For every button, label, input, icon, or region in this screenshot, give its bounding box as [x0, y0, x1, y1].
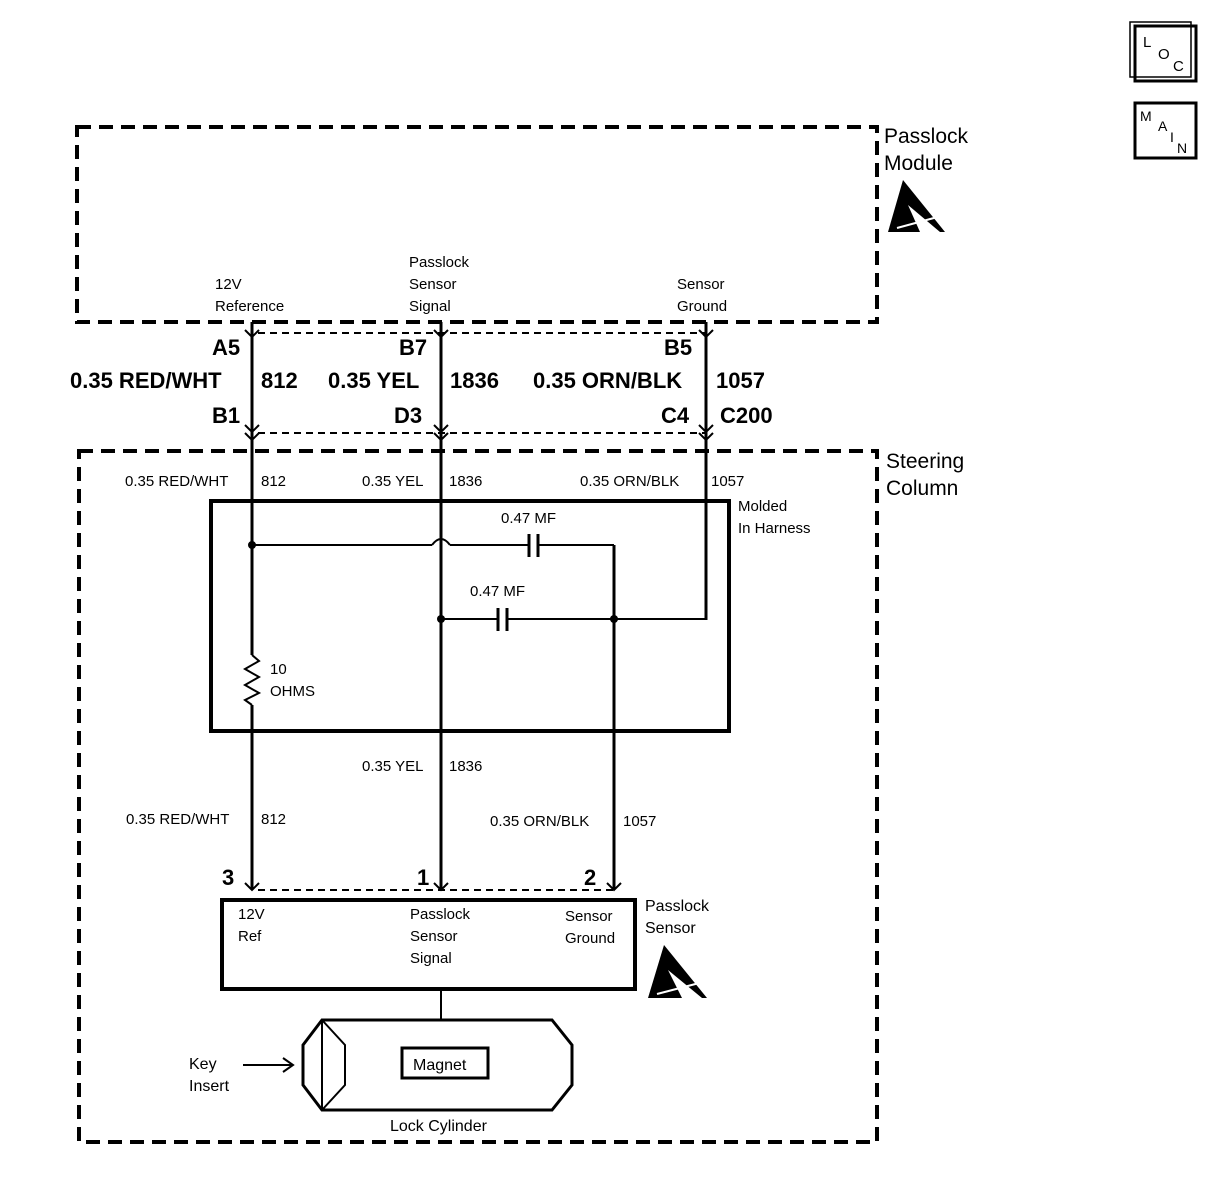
main-letter: I — [1170, 129, 1174, 145]
wire-color-label: 0.35 RED/WHT — [125, 473, 228, 490]
wire-1836 — [433, 322, 449, 890]
loc-letter: C — [1173, 58, 1184, 75]
loc-letter: L — [1143, 34, 1151, 51]
circuit-number: 1057 — [623, 813, 656, 830]
main-button[interactable]: M A I N — [1133, 101, 1198, 160]
esd-warning-icon — [888, 180, 946, 232]
wire-color-label: 0.35 YEL — [362, 758, 423, 775]
connector-terminal — [244, 882, 260, 892]
lock-cylinder-label: Lock Cylinder — [390, 1118, 488, 1135]
cavity-label: B7 — [399, 335, 427, 360]
steering-column-label: Steering — [886, 450, 964, 473]
cavity-label: A5 — [212, 335, 240, 360]
connector-terminal — [606, 882, 622, 892]
wire-color-label: 0.35 ORN/BLK — [533, 368, 682, 393]
pin-name: Sensor — [409, 276, 457, 293]
sensor-pin-name: Sensor — [410, 928, 458, 945]
wire-color-label: 0.35 ORN/BLK — [490, 813, 589, 830]
resistor-unit: OHMS — [270, 683, 315, 700]
lock-cylinder: Magnet — [301, 1018, 574, 1112]
harness-label: Molded — [738, 498, 787, 515]
molded-harness-box — [209, 499, 731, 733]
magnet-box — [400, 1046, 490, 1080]
circuit-number: 812 — [261, 811, 286, 828]
capacitor-2-value: 0.47 MF — [470, 583, 525, 600]
sensor-pin-name: Passlock — [410, 906, 471, 923]
esd-warning-icon — [648, 945, 708, 998]
sensor-pin-name: 12V — [238, 906, 265, 923]
circuit-number: 812 — [261, 368, 298, 393]
capacitor-1: 0.47 MF — [248, 510, 616, 890]
sensor-pin-name: Ref — [238, 928, 262, 945]
wire-color-label: 0.35 ORN/BLK — [580, 473, 679, 490]
resistor-value: 10 — [270, 661, 287, 678]
key-insert-label: Insert — [189, 1078, 230, 1095]
wire-812 — [244, 322, 260, 890]
sensor-pin-number: 1 — [417, 865, 429, 890]
arrow-right-icon — [243, 1057, 295, 1073]
wire-color-label: 0.35 YEL — [362, 473, 423, 490]
connector-terminal — [433, 882, 449, 892]
pin-name: Reference — [215, 298, 284, 315]
passlock-module-label: Passlock — [884, 125, 969, 148]
cavity-label: D3 — [394, 403, 422, 428]
passlock-sensor-label: Passlock — [645, 898, 710, 915]
loc-letter: O — [1158, 46, 1170, 63]
sensor-pin-name: Sensor — [565, 908, 613, 925]
key-insert-label: Key — [189, 1056, 217, 1073]
circuit-number: 1057 — [716, 368, 765, 393]
connector-id: C200 — [720, 403, 773, 428]
capacitor-1-value: 0.47 MF — [501, 510, 556, 527]
pin-name: Signal — [409, 298, 451, 315]
circuit-number: 1836 — [450, 368, 499, 393]
circuit-number: 812 — [261, 473, 286, 490]
wire-1057 — [698, 322, 714, 620]
pin-name: 12V — [215, 276, 242, 293]
passlock-module-box — [75, 125, 879, 324]
steering-column-box — [77, 449, 879, 1144]
circuit-number: 1836 — [449, 758, 482, 775]
cavity-label: B1 — [212, 403, 240, 428]
cavity-label: B5 — [664, 335, 692, 360]
steering-column-label: Column — [886, 477, 958, 500]
main-letter: N — [1177, 140, 1187, 156]
sensor-pin-name: Ground — [565, 930, 615, 947]
main-letter: A — [1158, 118, 1168, 134]
loc-button[interactable]: L O C — [1129, 21, 1198, 83]
passlock-module-label: Module — [884, 152, 953, 175]
magnet-label: Magnet — [413, 1057, 467, 1074]
resistor: 10 OHMS — [242, 654, 315, 706]
pin-name: Ground — [677, 298, 727, 315]
passlock-sensor-box — [220, 898, 637, 991]
circuit-number: 1057 — [711, 473, 744, 490]
sensor-pin-name: Signal — [410, 950, 452, 967]
pin-name: Passlock — [409, 254, 470, 271]
harness-label: In Harness — [738, 520, 811, 537]
passlock-sensor-label: Sensor — [645, 920, 696, 937]
wire-color-label: 0.35 YEL — [328, 368, 419, 393]
main-letter: M — [1140, 108, 1152, 124]
sensor-pin-number: 2 — [584, 865, 596, 890]
capacitor-2: 0.47 MF — [437, 583, 706, 631]
circuit-number: 1836 — [449, 473, 482, 490]
wire-color-label: 0.35 RED/WHT — [70, 368, 222, 393]
sensor-pin-number: 3 — [222, 865, 234, 890]
wire-color-label: 0.35 RED/WHT — [126, 811, 229, 828]
cavity-label: C4 — [661, 403, 690, 428]
pin-name: Sensor — [677, 276, 725, 293]
